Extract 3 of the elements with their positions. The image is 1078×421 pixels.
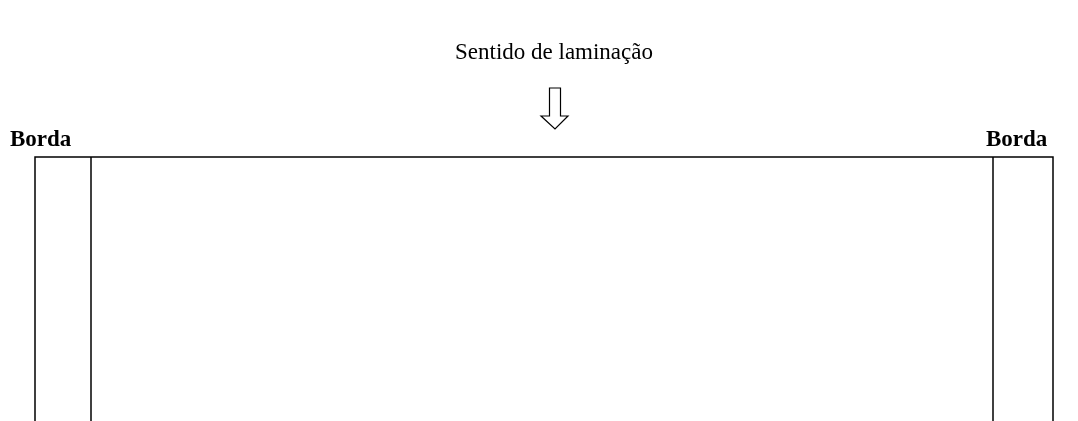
border-text: Borda (986, 127, 1048, 150)
direction-label: Sentido de laminação (455, 40, 653, 63)
border-text: Borda (10, 127, 72, 150)
